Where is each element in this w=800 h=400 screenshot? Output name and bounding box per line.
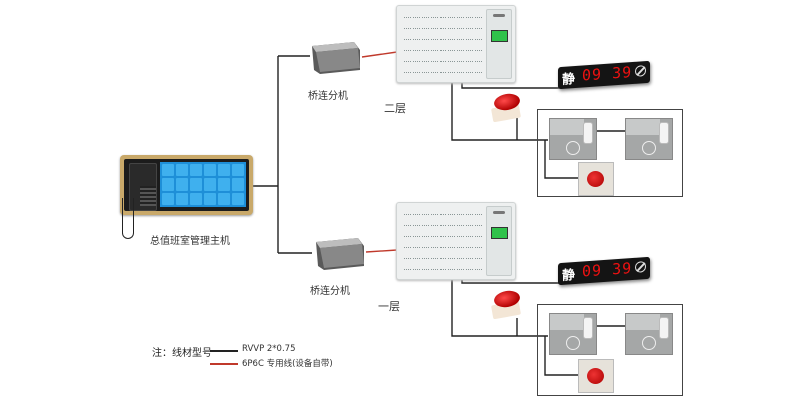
- bridge-unit-upper: [312, 42, 360, 74]
- handset-cord: [122, 198, 134, 239]
- legend-item-black: RVVP 2*0.75: [242, 344, 296, 354]
- bridge-label-lower: 桥连分机: [310, 286, 350, 297]
- legend-title: 注：线材型号: [152, 348, 212, 359]
- ward-room-upper: [537, 109, 683, 197]
- quiet-icon: 静: [562, 72, 576, 88]
- wire-red-upper: [361, 51, 398, 58]
- host-screen: [160, 162, 246, 207]
- legend-line-red: [210, 363, 238, 365]
- bridge-label-upper: 桥连分机: [308, 91, 348, 102]
- nurse-station-panel-lower: [396, 202, 516, 280]
- toilet-call-button: [578, 162, 614, 196]
- wire-lower-room: [451, 276, 548, 337]
- wire-upper-room: [451, 79, 548, 141]
- display-time: 09 39: [582, 63, 633, 85]
- bedside-unit: [625, 118, 673, 160]
- display-time: 09 39: [582, 259, 633, 281]
- legend-line-black: [210, 350, 238, 352]
- no-sound-icon: [635, 261, 646, 273]
- wire-upper-toilet: [544, 140, 578, 179]
- floor-label-lower: 一层: [378, 300, 400, 313]
- floor-label-upper: 二层: [384, 102, 406, 115]
- wire-lower-toilet: [544, 336, 578, 376]
- corridor-light-upper: [490, 91, 524, 124]
- panel-lcd-icon: [491, 227, 508, 239]
- bedside-unit: [549, 118, 597, 160]
- nurse-station-panel-upper: [396, 5, 516, 83]
- quiet-icon: 静: [562, 268, 576, 284]
- wire-red-lower: [365, 249, 398, 253]
- master-host: [120, 155, 253, 215]
- master-host-label: 总值班室管理主机: [150, 236, 230, 247]
- legend-item-red: 6P6C 专用线(设备自带): [242, 359, 333, 369]
- corridor-light-lower: [490, 288, 524, 321]
- bedside-unit: [549, 313, 597, 355]
- ward-room-lower: [537, 304, 683, 396]
- bedside-unit: [625, 313, 673, 355]
- bridge-unit-lower: [316, 238, 364, 270]
- no-sound-icon: [635, 65, 646, 77]
- panel-lcd-icon: [491, 30, 508, 42]
- toilet-call-button: [578, 359, 614, 393]
